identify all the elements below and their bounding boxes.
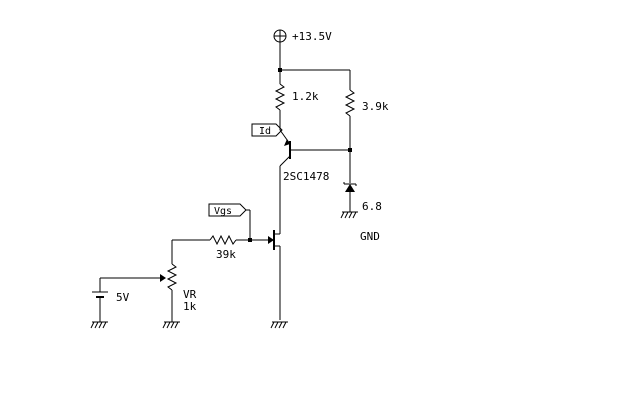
supply-label: +13.5V: [292, 30, 332, 43]
gnd-label: GND: [360, 230, 380, 243]
zener-diode-icon: [343, 182, 357, 192]
ground-icon: [90, 321, 108, 329]
resistor-icon: [344, 89, 356, 117]
battery-icon: [92, 291, 108, 298]
battery-label: 5V: [116, 291, 130, 304]
zener-label: 6.8: [362, 200, 382, 213]
transistor-label: 2SC1478: [283, 170, 329, 183]
pnp-transistor-icon: [279, 129, 352, 167]
probe-id-flag: [251, 123, 283, 137]
wiper-arrow-icon: [160, 274, 166, 282]
power-supply-icon: [273, 29, 287, 43]
probe-vgs-label: Vgs: [214, 206, 232, 217]
r3-label: 39k: [216, 248, 236, 261]
ground-icon: [162, 321, 180, 329]
junction-dot: [278, 68, 282, 72]
ground-icon: [270, 321, 288, 329]
vr-label: VR: [183, 288, 197, 301]
resistor-icon: [209, 234, 237, 246]
probe-id-label: Id: [259, 126, 271, 137]
vr-value-label: 1k: [183, 300, 197, 313]
potentiometer-icon: [166, 263, 178, 291]
probe-vgs-flag: [208, 203, 247, 217]
resistor-icon: [274, 83, 286, 111]
r1-label: 1.2k: [292, 90, 319, 103]
jfet-icon: [250, 230, 281, 250]
r2-label: 3.9k: [362, 100, 389, 113]
ground-icon: [340, 211, 358, 219]
